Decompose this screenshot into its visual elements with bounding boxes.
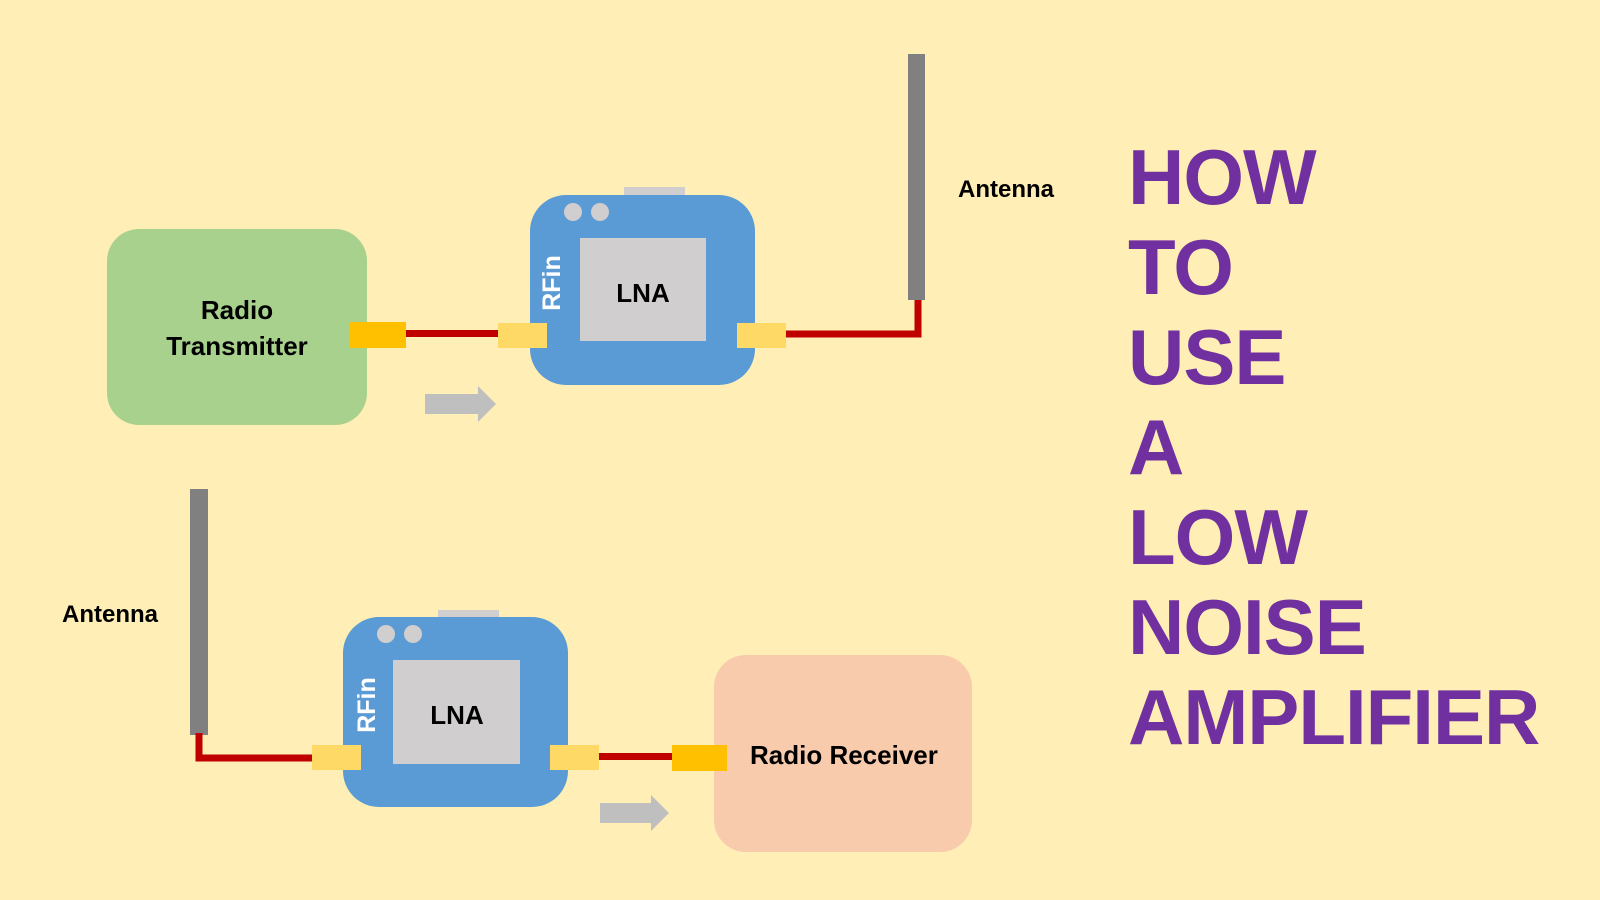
radio-transmitter-label-line2: Transmitter — [166, 331, 308, 361]
lna-chip — [580, 238, 706, 341]
title-word: LOW — [1128, 493, 1308, 581]
lna-led-2 — [591, 203, 609, 221]
antenna-top — [908, 54, 925, 300]
signal-direction-arrow-bottom — [600, 795, 669, 831]
lna-led-2 — [404, 625, 422, 643]
transmit-chain: Radio Transmitter LNA RFin — [107, 54, 1055, 425]
title-word: AMPLIFIER — [1128, 673, 1540, 761]
cable-antenna-to-lna — [195, 733, 312, 762]
radio-receiver-box — [714, 655, 972, 852]
signal-direction-arrow-top — [425, 386, 496, 422]
cable-tx-to-lna — [402, 330, 498, 337]
page-title: HOW TO USE A LOW NOISE AMPLIFIER — [1128, 132, 1588, 762]
radio-transmitter-label-line1: Radio — [201, 295, 273, 325]
lna-module-top: LNA RFin — [498, 187, 786, 385]
title-word: A — [1128, 403, 1184, 491]
antenna-label-top: Antenna — [958, 176, 1055, 203]
lna-module-bottom: LNA RFin — [312, 610, 599, 807]
title-word: TO — [1128, 223, 1234, 311]
lna-chip-label: LNA — [616, 278, 670, 308]
lna-output-connector — [737, 323, 786, 348]
lna-output-connector — [550, 745, 599, 770]
transmitter-connector — [350, 322, 406, 348]
title-word: USE — [1128, 313, 1286, 401]
receive-chain: Antenna LNA RFin Radio Receiver — [62, 489, 972, 852]
antenna-label-bottom: Antenna — [62, 601, 159, 628]
lna-input-connector — [312, 745, 361, 770]
lna-led-1 — [564, 203, 582, 221]
title-word: NOISE — [1128, 583, 1367, 671]
receiver-connector — [672, 745, 727, 771]
title-word: HOW — [1128, 133, 1317, 221]
radio-transmitter-box — [107, 229, 367, 425]
cable-lna-to-antenna — [786, 298, 922, 338]
rfin-label: RFin — [353, 677, 381, 733]
radio-receiver-label: Radio Receiver — [750, 740, 938, 770]
lna-chip — [393, 660, 520, 764]
cable-lna-to-rx — [599, 753, 675, 760]
lna-input-connector — [498, 323, 547, 348]
rfin-label: RFin — [538, 255, 566, 311]
antenna-bottom — [190, 489, 208, 735]
lna-led-1 — [377, 625, 395, 643]
lna-chip-label: LNA — [430, 700, 484, 730]
